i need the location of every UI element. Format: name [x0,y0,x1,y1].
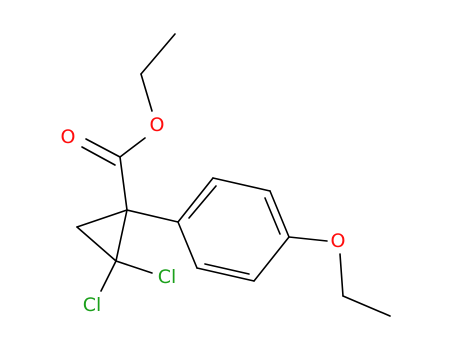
bond-ring-1 [76,209,128,228]
bond-benzene-inner-1 [188,185,217,219]
bond-benzene-inner-3 [204,263,250,275]
bond-ethoxy-ch2-ch3 [342,295,391,317]
bond-c-cl-b [100,260,117,292]
bond-carbonyl-double-1 [85,138,121,158]
ester-oxygen-label: O [150,114,165,136]
bond-aryl-o [288,236,328,242]
bond-benzene-6 [177,221,198,269]
bond-benzene-1 [177,177,214,223]
bond-benzene-inner-2 [264,197,281,235]
bond-o-ethoxy-ch2 [339,253,344,297]
bond-o-carbonyl-c [119,137,146,158]
ether-oxygen-label: O [331,230,346,252]
bond-ethyl-ch2-o [140,73,153,112]
bond-benzene-4 [253,236,290,282]
bond-benzene-3 [269,190,290,238]
chlorine-label-a: Cl [158,266,177,288]
carbonyl-oxygen-label: O [61,126,76,148]
bond-carbonyl-double-2 [81,146,116,166]
bond-c-cl-a [115,260,153,274]
chlorine-label-b: Cl [83,294,102,316]
bond-carbonyl-c-ring-c [119,156,128,211]
bond-benzene-2 [212,177,271,192]
bond-ring-2 [76,226,117,262]
bond-benzene-5 [196,267,255,282]
bond-ethyl-ch3-ch2 [140,33,176,75]
bond-ring-3 [115,209,128,262]
bond-ring-c-aryl [126,209,179,223]
